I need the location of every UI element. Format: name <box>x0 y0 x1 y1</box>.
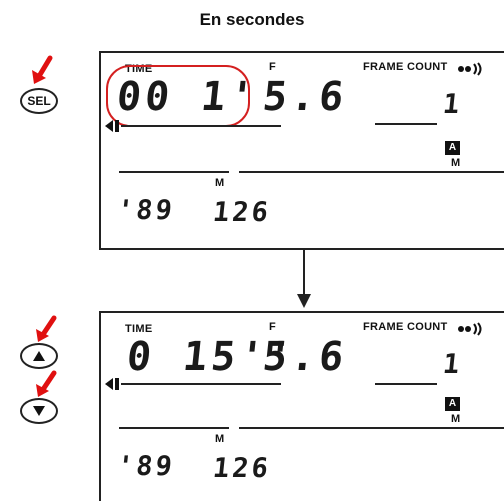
arrow-down-icon <box>297 250 311 308</box>
m-right-label: M <box>451 157 461 169</box>
lcd-panel-bottom: TIME 0 15'' F 5.6 FRAME COUNT 1 A M M '8… <box>99 311 504 501</box>
divider-line <box>375 383 437 385</box>
divider-line <box>239 427 504 429</box>
triangle-up-icon <box>33 351 45 361</box>
triangle-down-icon <box>33 406 45 416</box>
divider-line <box>375 123 437 125</box>
f-label: F <box>269 61 277 73</box>
divider-line <box>239 171 504 173</box>
m-left-label: M <box>215 433 225 445</box>
pointer-arrow-down <box>36 370 57 397</box>
bottom-right-value: 126 <box>211 453 273 484</box>
divider-line <box>121 125 281 127</box>
a-badge: A <box>445 397 460 411</box>
left-marker-icon <box>105 120 119 132</box>
f-value: 5.6 <box>260 334 350 380</box>
divider-line <box>119 171 229 173</box>
m-left-label: M <box>215 177 225 189</box>
sel-button-label: SEL <box>27 94 51 108</box>
time-label: TIME <box>125 323 153 335</box>
a-badge: A <box>445 141 460 155</box>
pointer-arrow-up <box>36 315 57 342</box>
down-button[interactable] <box>20 398 58 424</box>
time-value: 00 1' <box>114 74 260 120</box>
bottom-left-value: '89 <box>115 195 177 226</box>
beep-icon <box>458 62 482 76</box>
frame-count-value: 1 <box>441 349 464 380</box>
frame-count-label: FRAME COUNT <box>363 321 448 333</box>
f-label: F <box>269 321 277 333</box>
lcd-panel-top: TIME 00 1' F 5.6 FRAME COUNT 1 A M M '89… <box>99 51 504 250</box>
f-value: 5.6 <box>260 74 350 120</box>
frame-count-value: 1 <box>441 89 464 120</box>
sel-button[interactable]: SEL <box>20 88 58 114</box>
bottom-right-value: 126 <box>211 197 273 228</box>
beep-icon <box>458 322 482 336</box>
bottom-left-value: '89 <box>115 451 177 482</box>
up-button[interactable] <box>20 343 58 369</box>
divider-line <box>121 383 281 385</box>
page-title: En secondes <box>199 10 305 29</box>
frame-count-label: FRAME COUNT <box>363 61 448 73</box>
pointer-arrow-sel <box>32 55 53 84</box>
m-right-label: M <box>451 413 461 425</box>
divider-line <box>119 427 229 429</box>
left-marker-icon <box>105 378 119 390</box>
